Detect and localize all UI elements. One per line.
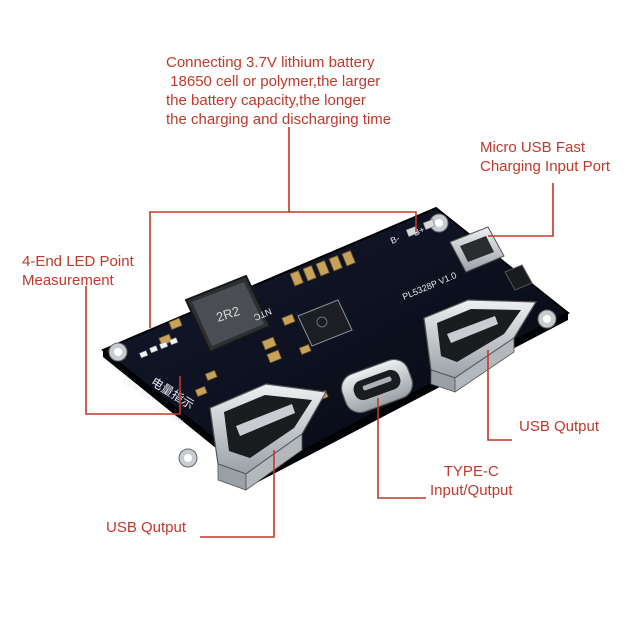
annotation-lines [85, 127, 554, 538]
switch-component [504, 264, 533, 291]
battery-annotation: Connecting 3.7V lithium battery 18650 ce… [166, 53, 391, 129]
micro-usb-annotation: Micro USB Fast Charging Input Port [480, 138, 610, 176]
led-annotation: 4-End LED Point Measurement [22, 252, 134, 290]
usb-left-leader-line [200, 450, 275, 538]
usb-output-left-annotation: USB Qutput [106, 519, 187, 536]
type-c-annotation-line-1: TYPE-C [443, 463, 499, 480]
battery-leader-line-right [289, 211, 417, 232]
b-minus-label: B- [389, 233, 401, 246]
type-c-annotation: TYPE-C Input/Qutput [430, 462, 513, 500]
battery-leader-line [149, 127, 290, 328]
battery-annotation-line-1: Connecting 3.7V lithium battery [166, 54, 375, 71]
usb-output-right-annotation: USB Qutput [519, 418, 600, 435]
controller-ic [297, 299, 353, 347]
indicator-leds [139, 337, 179, 359]
micro-usb-connector [449, 226, 505, 273]
battery-annotation-line-2: 18650 cell or polymer,the larger [166, 73, 381, 90]
typec-leader-line [377, 398, 426, 499]
microusb-leader-line [488, 183, 554, 237]
micro-usb-annotation-line-1: Micro USB Fast [480, 139, 586, 156]
battery-annotation-line-4: the charging and discharging time [166, 111, 392, 128]
type-c-port [340, 358, 414, 414]
micro-usb-annotation-line-2: Charging Input Port [480, 158, 611, 175]
usb-a-port-right [423, 299, 538, 393]
battery-annotation-line-3: the battery capacity,the longer [166, 92, 366, 109]
battery-pads [405, 218, 436, 237]
inductor-marking: 2R2 [214, 303, 241, 325]
led-annotation-line-1: 4-End LED Point [22, 253, 134, 270]
inductor: 2R2 [184, 274, 272, 354]
led-leader-line [85, 286, 181, 415]
usb-right-leader-line [487, 350, 512, 441]
type-c-annotation-line-2: Input/Qutput [430, 482, 513, 499]
led-annotation-line-2: Measurement [22, 272, 114, 289]
